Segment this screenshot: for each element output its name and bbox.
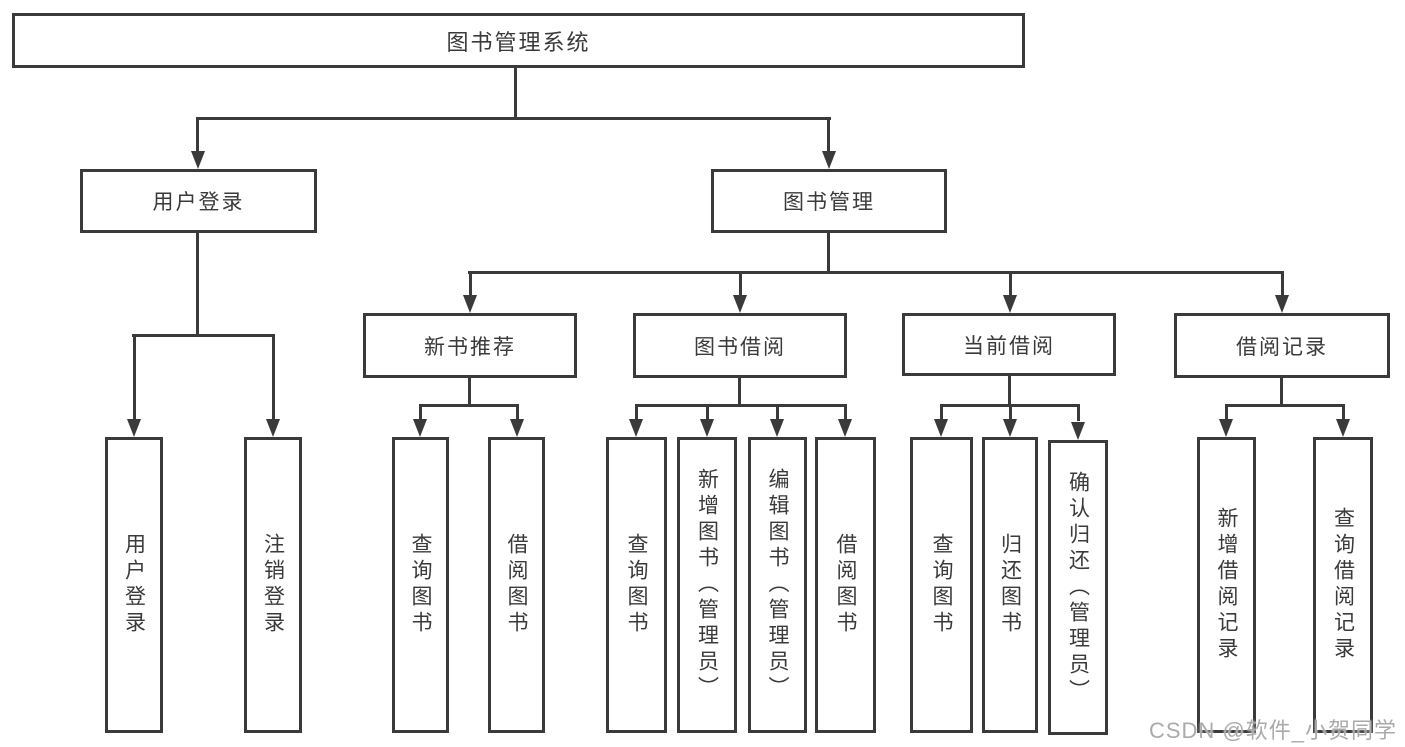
line: [827, 117, 830, 153]
leaf-query-books-borrow: 查询图书: [606, 437, 667, 733]
line: [468, 271, 1282, 274]
line: [132, 334, 274, 337]
arrowhead: [733, 295, 747, 313]
arrowhead: [770, 419, 784, 437]
leaf-borrow-books-borrow: 借阅图书: [815, 437, 876, 733]
line: [196, 231, 199, 337]
line: [196, 117, 199, 153]
leaf-borrow-books-recommend: 借阅图书: [488, 437, 545, 733]
line: [844, 404, 847, 421]
line: [635, 404, 638, 421]
arrowhead: [127, 419, 141, 437]
arrowhead: [934, 419, 948, 437]
arrowhead: [266, 419, 280, 437]
line: [1342, 404, 1345, 421]
line: [776, 404, 779, 421]
line: [738, 376, 741, 407]
leaf-query-books-current: 查询图书: [910, 437, 973, 733]
node-book-borrow: 图书借阅: [633, 313, 847, 378]
arrowhead: [1219, 419, 1233, 437]
leaf-confirm-return-admin: 确认归还（管理员）: [1048, 440, 1108, 735]
arrowhead: [1275, 295, 1289, 313]
arrowhead: [510, 419, 524, 437]
arrowhead: [629, 419, 643, 437]
line: [635, 404, 846, 407]
leaf-add-borrow-record: 新增借阅记录: [1197, 437, 1256, 733]
line: [419, 404, 518, 407]
node-book-management: 图书管理: [711, 169, 947, 233]
leaf-logout-login: 注销登录: [244, 437, 302, 733]
line: [516, 404, 519, 421]
line: [739, 271, 742, 297]
line: [133, 334, 136, 421]
arrowhead: [1003, 419, 1017, 437]
arrowhead: [1003, 295, 1017, 313]
line: [1008, 374, 1011, 407]
leaf-user-login: 用户登录: [105, 437, 163, 733]
line: [1225, 404, 1344, 407]
leaf-edit-book-admin: 编辑图书（管理员）: [748, 437, 807, 733]
arrowhead: [463, 295, 477, 313]
line: [1280, 376, 1283, 407]
arrowhead: [822, 151, 836, 169]
line: [514, 66, 517, 120]
leaf-return-book: 归还图书: [982, 437, 1038, 733]
node-current-borrow: 当前借阅: [902, 313, 1116, 376]
arrowhead: [838, 419, 852, 437]
node-root: 图书管理系统: [12, 13, 1025, 68]
line: [940, 404, 943, 421]
node-new-book-recommend: 新书推荐: [363, 313, 577, 378]
line: [196, 117, 831, 120]
line: [1225, 404, 1228, 421]
line: [468, 376, 471, 407]
node-user-login: 用户登录: [80, 169, 317, 233]
arrowhead: [413, 419, 427, 437]
node-borrow-records: 借阅记录: [1174, 313, 1390, 378]
line: [469, 271, 472, 297]
leaf-add-book-admin: 新增图书（管理员）: [677, 437, 737, 733]
line: [827, 230, 830, 274]
line: [1281, 271, 1284, 297]
line: [1009, 404, 1012, 421]
arrowhead: [1336, 419, 1350, 437]
line: [1077, 404, 1080, 421]
leaf-query-books-recommend: 查询图书: [392, 437, 449, 733]
line: [706, 404, 709, 421]
csdn-watermark: CSDN @软件_小贺同学: [1148, 718, 1397, 743]
arrowhead: [1071, 422, 1085, 440]
line: [272, 334, 275, 421]
line: [1009, 271, 1012, 297]
leaf-query-borrow-record: 查询借阅记录: [1313, 437, 1373, 733]
arrowhead: [191, 151, 205, 169]
arrowhead: [700, 419, 714, 437]
line: [419, 404, 422, 421]
